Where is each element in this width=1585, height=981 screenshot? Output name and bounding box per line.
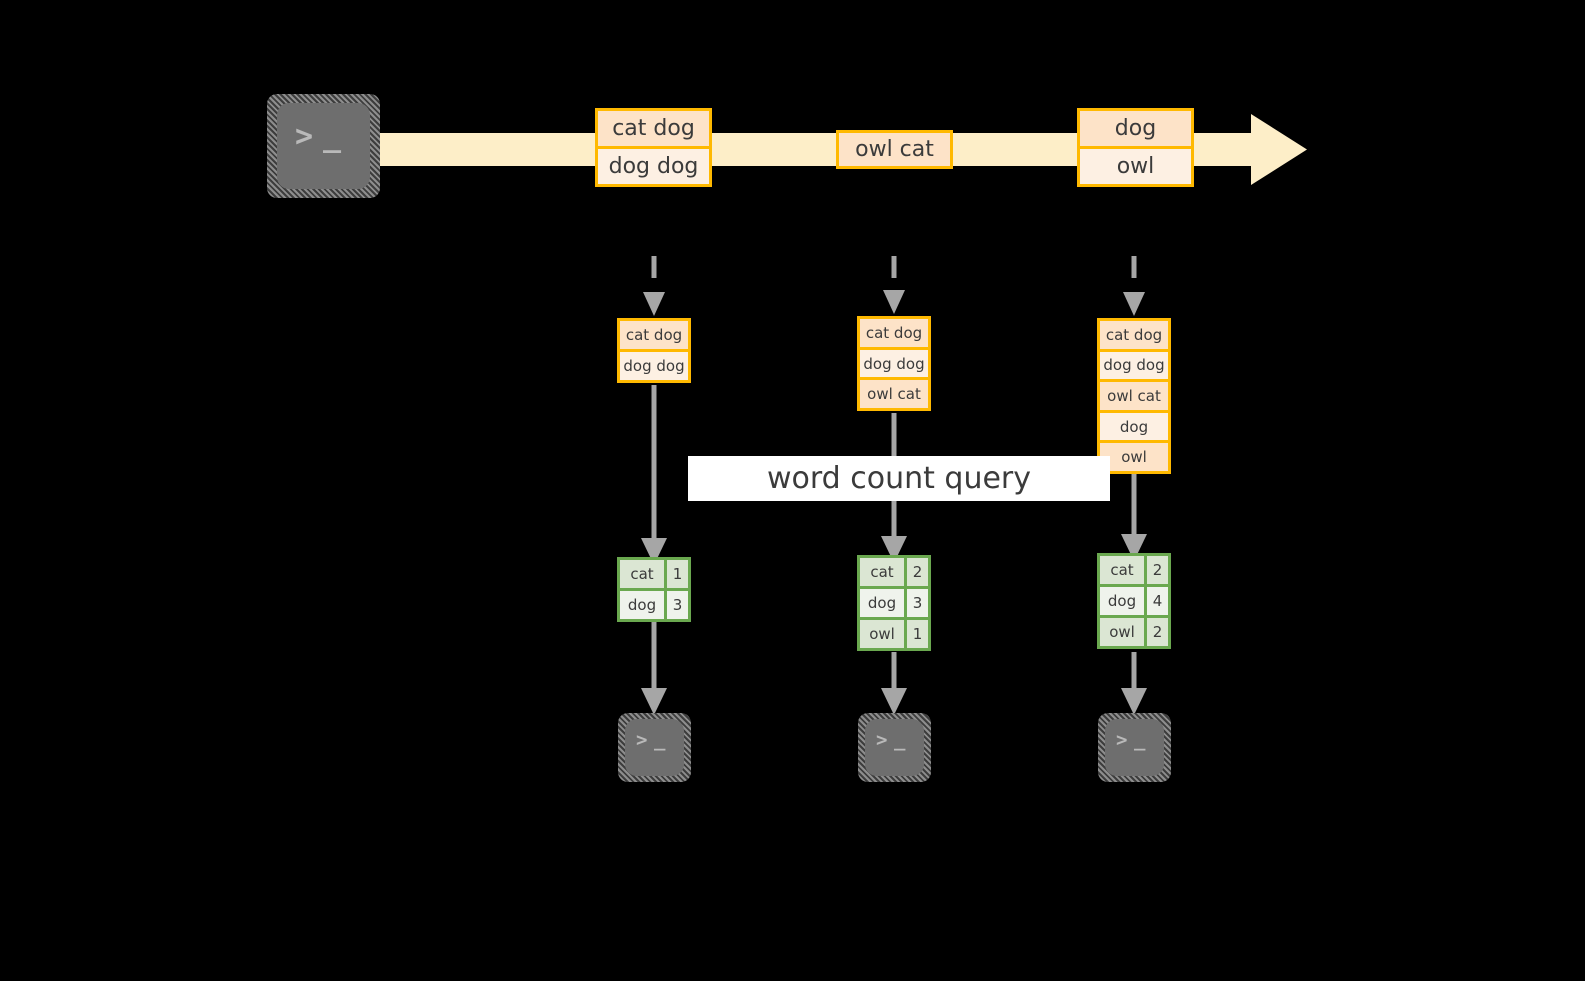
- result-word: dog: [620, 591, 664, 619]
- terminal-screen: [277, 103, 370, 189]
- result-count: 1: [664, 560, 688, 588]
- result-word: cat: [1100, 556, 1144, 584]
- snapshot-3-result-table[interactable]: cat 2 dog 4 owl 2: [1097, 553, 1171, 649]
- result-count: 4: [1144, 587, 1168, 615]
- stream-message-line: owl cat: [839, 133, 950, 166]
- snapshot-input-line: cat dog: [620, 321, 688, 349]
- terminal-prompt-glyph: >: [295, 119, 315, 154]
- result-word: dog: [860, 589, 904, 617]
- table-row: cat 2: [1100, 556, 1168, 584]
- sink-arrowheads: [641, 688, 1147, 715]
- result-word: owl: [860, 620, 904, 648]
- result-word: cat: [860, 558, 904, 586]
- terminal-cursor-glyph: _: [654, 729, 667, 751]
- terminal-cursor-glyph: _: [1134, 729, 1147, 751]
- result-count: 2: [904, 558, 928, 586]
- snapshot-1-sink-terminal-icon: > _: [618, 713, 691, 782]
- dashed-feed-arrows: [651, 256, 1137, 290]
- source-terminal-icon: > _: [267, 94, 380, 198]
- result-count: 2: [1144, 556, 1168, 584]
- snapshot-3-input-stack[interactable]: cat dog dog dog owl cat dog owl: [1097, 318, 1171, 474]
- stream-message-1[interactable]: cat dog dog dog: [595, 108, 712, 187]
- query-label: word count query: [688, 456, 1110, 501]
- stream-message-line: dog: [1080, 111, 1191, 146]
- table-row: owl 1: [860, 617, 928, 648]
- snapshot-input-line: dog dog: [860, 346, 928, 378]
- terminal-prompt-glyph: >: [636, 729, 649, 751]
- snapshot-3-sink-terminal-icon: > _: [1098, 713, 1171, 782]
- table-row: dog 3: [620, 588, 688, 619]
- table-row: cat 1: [620, 560, 688, 588]
- stream-message-line: owl: [1080, 146, 1191, 184]
- table-row: owl 2: [1100, 615, 1168, 646]
- stream-message-line: cat dog: [598, 111, 709, 146]
- table-row: dog 4: [1100, 584, 1168, 615]
- snapshot-input-line: cat dog: [860, 319, 928, 347]
- snapshot-2-result-table[interactable]: cat 2 dog 3 owl 1: [857, 555, 931, 651]
- snapshot-input-line: dog dog: [1100, 348, 1168, 380]
- result-word: owl: [1100, 618, 1144, 646]
- stream-message-3[interactable]: dog owl: [1077, 108, 1194, 187]
- result-word: cat: [620, 560, 664, 588]
- terminal-screen: [625, 719, 684, 776]
- terminal-screen: [865, 719, 924, 776]
- result-word: dog: [1100, 587, 1144, 615]
- snapshot-1-result-table[interactable]: cat 1 dog 3: [617, 557, 691, 622]
- snapshot-input-line: cat dog: [1100, 321, 1168, 349]
- snapshot-input-line: owl cat: [860, 377, 928, 409]
- result-count: 2: [1144, 618, 1168, 646]
- result-count: 1: [904, 620, 928, 648]
- snapshot-input-line: owl: [1100, 440, 1168, 471]
- snapshot-input-line: dog: [1100, 409, 1168, 441]
- terminal-screen: [1105, 719, 1164, 776]
- table-row: dog 3: [860, 586, 928, 617]
- result-count: 3: [904, 589, 928, 617]
- result-count: 3: [664, 591, 688, 619]
- table-row: cat 2: [860, 558, 928, 586]
- snapshot-2-sink-terminal-icon: > _: [858, 713, 931, 782]
- snapshot-input-line: owl cat: [1100, 379, 1168, 410]
- snapshot-1-input-stack[interactable]: cat dog dog dog: [617, 318, 691, 383]
- terminal-prompt-glyph: >: [1116, 729, 1129, 751]
- stream-message-2[interactable]: owl cat: [836, 130, 953, 169]
- snapshot-2-input-stack[interactable]: cat dog dog dog owl cat: [857, 316, 931, 411]
- dashed-feed-arrowheads: [643, 290, 1145, 316]
- terminal-prompt-glyph: >: [876, 729, 889, 751]
- terminal-cursor-glyph: _: [323, 119, 343, 154]
- terminal-cursor-glyph: _: [894, 729, 907, 751]
- stream-message-line: dog dog: [598, 146, 709, 184]
- snapshot-input-line: dog dog: [620, 349, 688, 380]
